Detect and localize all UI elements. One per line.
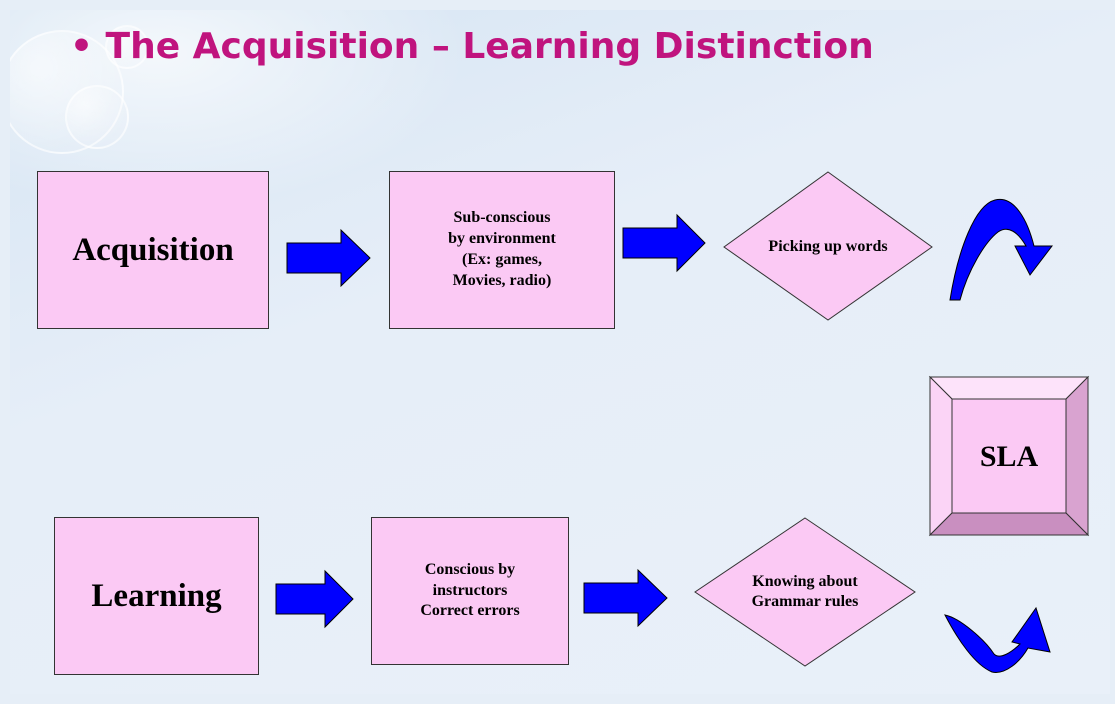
acquisition-process-text: Sub-conscious by environment (Ex: games,… [448,208,556,291]
knowing-grammar-label: Knowing about Grammar rules [705,562,905,622]
result-diamond [694,517,916,667]
sla-label: SLA [979,440,1039,473]
process-line: Correct errors [420,602,520,620]
process-line: (Ex: games, [462,251,542,268]
curved-arrow-down-icon [949,198,1054,301]
result-diamond [723,171,933,321]
process-line: Sub-conscious [453,209,551,227]
process-line: Movies, radio) [452,271,552,289]
result-line: Grammar rules [751,593,859,610]
right-arrow [583,568,668,628]
acquisition-process-box: Sub-conscious by environment (Ex: games,… [389,171,615,329]
process-line: instructors [432,581,508,599]
process-line: Conscious by [424,560,516,578]
decorative-bubble [65,85,129,149]
process-line: by environment [448,230,556,248]
learning-process-box: Conscious by instructors Correct errors [371,517,569,665]
result-text: Knowing about Grammar rules [752,572,859,612]
right-arrow [275,569,354,629]
slide-title: • The Acquisition – Learning Distinction [70,26,874,67]
learning-label: Learning [91,577,222,614]
right-arrow [622,213,706,273]
decorative-bubble [105,25,149,69]
picking-up-words-label: Picking up words [724,222,932,272]
acquisition-box: Acquisition [37,171,269,329]
result-line: Knowing about [752,573,858,590]
learning-box: Learning [54,517,259,675]
sla-bevel-box [928,375,1090,537]
result-text: Picking up words [768,238,888,255]
learning-process-text: Conscious by instructors Correct errors [420,560,519,622]
acquisition-label: Acquisition [72,231,234,268]
right-arrow [286,228,371,288]
curved-arrow-up-icon [944,606,1051,673]
